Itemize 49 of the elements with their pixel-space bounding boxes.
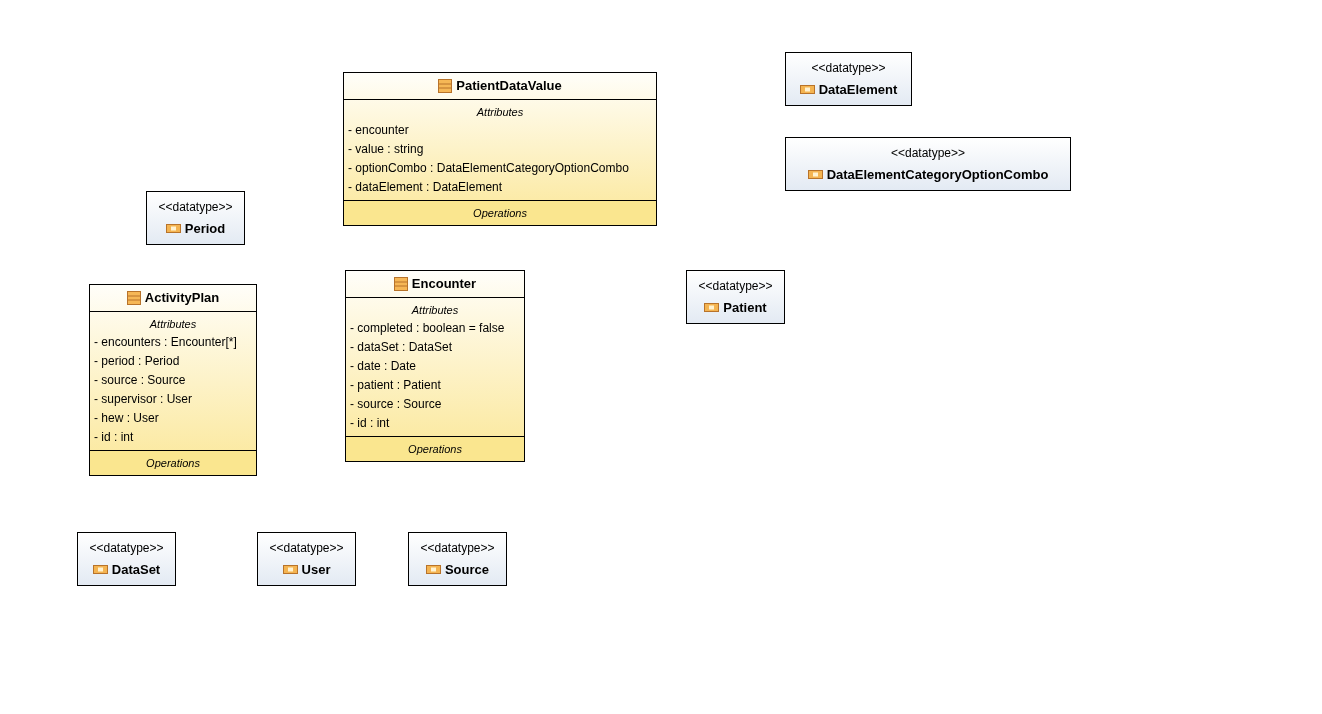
stereotype-text: <<datatype>>: [698, 278, 773, 295]
attribute-text: - id : int: [350, 415, 390, 430]
class-box: [345, 270, 525, 462]
attribute-text: - source : Source: [94, 372, 186, 387]
datatype-box: [146, 191, 245, 245]
attribute-text: - dataSet : DataSet: [350, 339, 453, 354]
datatype-name: Period: [184, 220, 226, 238]
stereotype-text: <<datatype>>: [269, 540, 344, 557]
stereotype-text: <<datatype>>: [158, 199, 233, 216]
class-box: [89, 284, 257, 476]
datatype-name: Patient: [723, 299, 767, 317]
section-heading: Attributes: [411, 303, 459, 316]
attribute-text: - encounter: [348, 122, 409, 137]
attribute-text: - source : Source: [350, 396, 442, 411]
attribute-text: - date : Date: [350, 358, 417, 373]
datatype-name: DataElement: [818, 81, 898, 99]
datatype-box: [785, 52, 912, 106]
attribute-text: - id : int: [94, 429, 134, 444]
section-heading: Operations: [146, 456, 200, 469]
attribute-text: - completed : boolean = false: [350, 320, 505, 335]
datatype-box: [785, 137, 1071, 191]
stereotype-text: <<datatype>>: [420, 540, 495, 557]
attribute-text: - supervisor : User: [94, 391, 193, 406]
datatype-name: DataElementCategoryOptionCombo: [826, 166, 1049, 184]
attribute-text: - optionCombo : DataElementCategoryOptionCombo: [348, 160, 629, 175]
stereotype-text: <<datatype>>: [890, 145, 966, 162]
datatype-name: DataSet: [111, 561, 161, 579]
stereotype-text: <<datatype>>: [89, 540, 164, 557]
section-heading: Attributes: [476, 105, 524, 118]
attribute-text: - patient : Patient: [350, 377, 441, 392]
section-heading: Attributes: [149, 317, 197, 330]
datatype-box: [408, 532, 507, 586]
stereotype-text: <<datatype>>: [811, 60, 886, 77]
attribute-text: - hew : User: [94, 410, 159, 425]
datatype-name: Source: [444, 561, 490, 579]
class-name: PatientDataValue: [456, 77, 562, 95]
datatype-name: User: [301, 561, 331, 579]
datatype-box: [77, 532, 176, 586]
class-box: [343, 72, 657, 226]
datatype-box: [257, 532, 356, 586]
attribute-text: - value : string: [348, 141, 424, 156]
attribute-text: - period : Period: [94, 353, 180, 368]
attribute-text: - dataElement : DataElement: [348, 179, 503, 194]
section-heading: Operations: [473, 206, 527, 219]
class-name: Encounter: [411, 275, 477, 293]
attribute-text: - encounters : Encounter[*]: [94, 334, 237, 349]
section-heading: Operations: [408, 442, 462, 455]
class-name: ActivityPlan: [144, 289, 220, 307]
datatype-box: [686, 270, 785, 324]
